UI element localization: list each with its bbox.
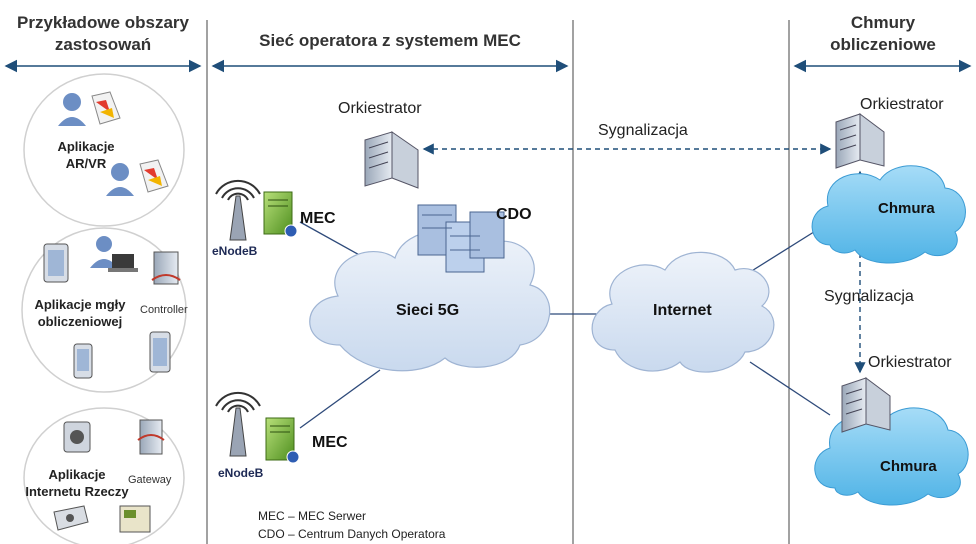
- sensor-device-icon-2: [119, 505, 151, 533]
- label-gateway: Gateway: [128, 474, 172, 486]
- link-mec-bottom-5g: [299, 369, 381, 429]
- cloud-orchestrator-top-icon: [835, 113, 885, 169]
- label-arvr-apps: Aplikacje AR/VR: [57, 139, 115, 171]
- enodeb-bottom-antenna-icon: [215, 391, 261, 457]
- label-orchestrator-operator: Orkiestrator: [338, 100, 422, 117]
- label-iot-apps: Aplikacje Internetu Rzeczy: [25, 467, 129, 499]
- legend-cdo: CDO – Centrum Danych Operatora: [258, 527, 446, 541]
- arvr-user-icon-2: [106, 159, 169, 196]
- legend-mec: MEC – MEC Serwer: [258, 509, 367, 523]
- gateway-device-icon: [137, 419, 165, 455]
- label-signaling-vertical: Sygnalizacja: [824, 288, 914, 305]
- camera-device-icon: [63, 421, 91, 453]
- enodeb-top-antenna-icon: [215, 179, 261, 241]
- label-cdo: CDO: [496, 206, 532, 223]
- header-computing-clouds: Chmury obliczeniowe: [830, 13, 936, 54]
- label-orchestrator-cloud-top: Orkiestrator: [860, 96, 944, 113]
- cloud-bottom: [814, 407, 969, 506]
- internet-cloud: [591, 251, 775, 373]
- laptop-user-icon: [90, 236, 138, 272]
- label-signaling-horizontal: Sygnalizacja: [598, 122, 688, 139]
- label-cloud-top: Chmura: [878, 200, 935, 217]
- label-5g-network: Sieci 5G: [396, 302, 460, 319]
- arvr-ellipse: [23, 73, 185, 227]
- label-mec-top: MEC: [300, 210, 336, 227]
- cloud-top: [811, 165, 966, 264]
- label-orchestrator-cloud-bottom: Orkiestrator: [868, 354, 952, 371]
- arvr-user-icon-1: [58, 91, 121, 126]
- label-cloud-bottom: Chmura: [880, 458, 937, 475]
- mec-bottom-server-icon: [265, 417, 300, 464]
- phone-icon-2: [149, 331, 171, 373]
- cdo-datacenter-icon: [417, 204, 505, 273]
- header-application-areas: Przykładowe obszary zastosowań: [17, 13, 189, 54]
- label-fog-apps: Aplikacje mgły obliczeniowej: [34, 297, 126, 329]
- tablet-icon: [43, 243, 69, 283]
- header-operator-network: Sieć operatora z systemem MEC: [259, 31, 521, 50]
- link-internet-cloud-top: [749, 224, 826, 273]
- label-internet: Internet: [653, 302, 712, 319]
- label-enodeb-top: eNodeB: [212, 244, 258, 258]
- label-enodeb-bottom: eNodeB: [218, 466, 264, 480]
- orchestrator-server-icon: [364, 131, 419, 189]
- cloud-orchestrator-bottom-icon: [841, 377, 891, 433]
- label-controller: Controller: [140, 304, 188, 316]
- sensor-device-icon-1: [53, 505, 89, 531]
- 5g-network-cloud: [309, 230, 551, 372]
- phone-icon-1: [73, 343, 93, 379]
- controller-server-icon: [151, 251, 181, 285]
- fog-ellipse: [21, 227, 187, 393]
- label-mec-bottom: MEC: [312, 434, 348, 451]
- iot-ellipse: [23, 407, 185, 544]
- link-internet-cloud-bottom: [749, 361, 831, 416]
- mec-top-server-icon: [263, 191, 298, 238]
